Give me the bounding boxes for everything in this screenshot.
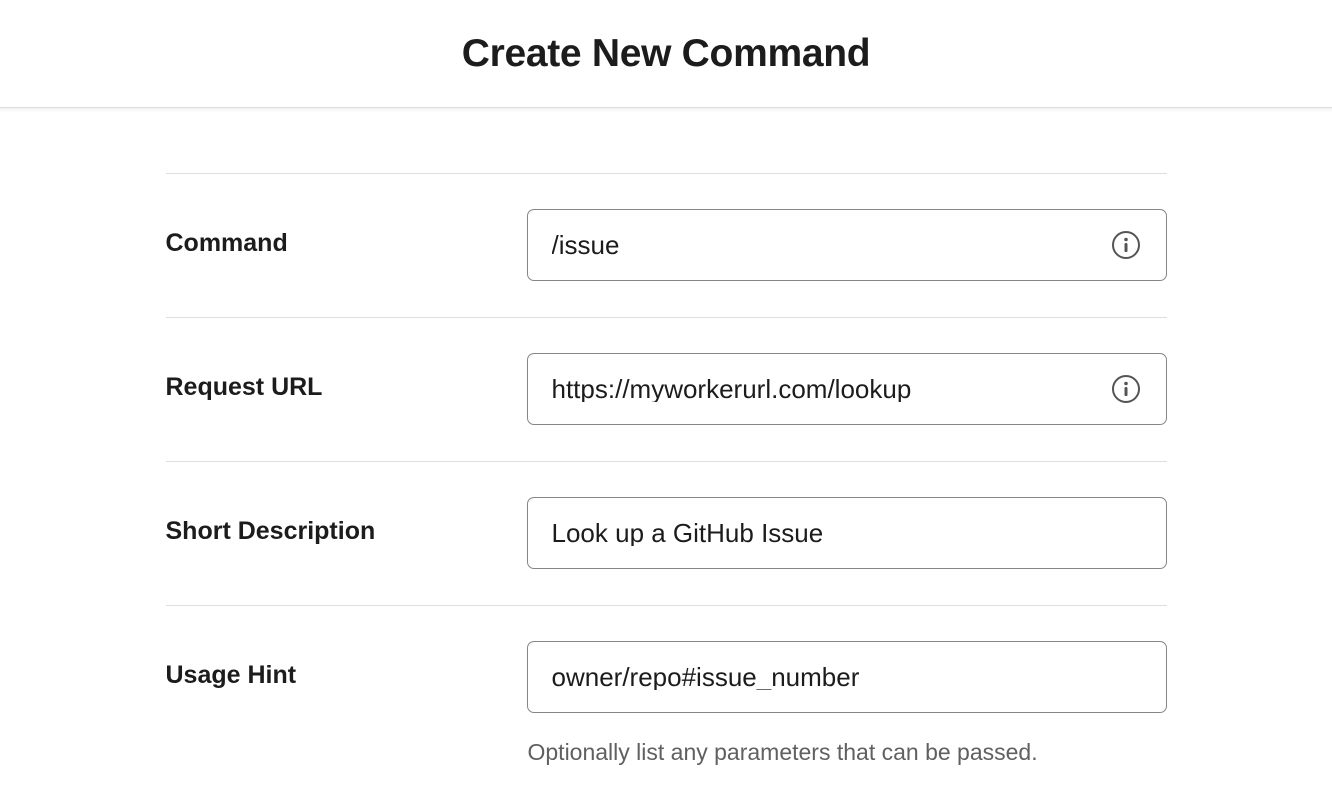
- field-control-short-description: Look up a GitHub Issue: [526, 497, 1167, 569]
- field-label-command: Command: [165, 229, 288, 257]
- row-divider: [165, 461, 1167, 462]
- modal-body: Command /issue Request URL https://mywor…: [0, 108, 1332, 805]
- field-control-command: /issue: [526, 209, 1167, 281]
- modal-header: Create New Command: [0, 0, 1332, 113]
- form-row-command: Command /issue: [166, 174, 1167, 317]
- field-control-usage-hint: owner/repo#issue_number Optionally list …: [526, 641, 1167, 768]
- page-title: Create New Command: [461, 32, 871, 75]
- command-input[interactable]: /issue: [526, 209, 1167, 281]
- command-input-value: /issue: [551, 232, 620, 258]
- usage-hint-input[interactable]: owner/repo#issue_number: [526, 641, 1167, 713]
- info-icon[interactable]: [1110, 373, 1142, 405]
- row-divider: [165, 317, 1167, 318]
- form-row-usage-hint: Usage Hint owner/repo#issue_number Optio…: [166, 606, 1167, 804]
- field-label-request-url: Request URL: [165, 373, 323, 401]
- row-divider: [165, 173, 1167, 174]
- usage-hint-helper-text: Optionally list any parameters that can …: [527, 739, 1038, 765]
- field-label-usage-hint: Usage Hint: [165, 661, 297, 689]
- request-url-input[interactable]: https://myworkerurl.com/lookup: [526, 353, 1167, 425]
- usage-hint-input-value: owner/repo#issue_number: [551, 664, 860, 690]
- field-control-request-url: https://myworkerurl.com/lookup: [526, 353, 1167, 425]
- info-icon[interactable]: [1110, 229, 1142, 261]
- field-label-short-description: Short Description: [165, 517, 376, 545]
- form-row-request-url: Request URL https://myworkerurl.com/look…: [166, 318, 1167, 461]
- short-description-input-value: Look up a GitHub Issue: [551, 520, 824, 546]
- request-url-input-value: https://myworkerurl.com/lookup: [551, 376, 912, 402]
- form-row-short-description: Short Description Look up a GitHub Issue: [166, 462, 1167, 605]
- row-divider: [165, 605, 1167, 606]
- short-description-input[interactable]: Look up a GitHub Issue: [526, 497, 1167, 569]
- command-form: Command /issue Request URL https://mywor…: [165, 108, 1167, 804]
